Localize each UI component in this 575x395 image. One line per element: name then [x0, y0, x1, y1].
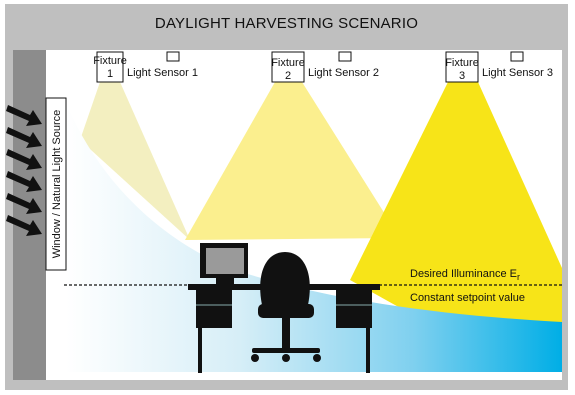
- arrow-icon: [6, 171, 42, 192]
- fixture-3-beam: [350, 82, 562, 350]
- fixture-1-beam: [80, 82, 190, 240]
- daylight-area: [66, 103, 562, 372]
- light-sensor-1-icon: [166, 51, 180, 62]
- light-sensor-1-label: Light Sensor 1: [127, 67, 198, 79]
- arrow-icon: [6, 127, 42, 148]
- light-sensor-2-icon: [338, 51, 352, 62]
- light-sensor-3-label: Light Sensor 3: [482, 67, 553, 79]
- diagram-title: DAYLIGHT HARVESTING SCENARIO: [5, 4, 568, 42]
- chair-icon: [251, 252, 321, 362]
- light-sensor-3-icon: [510, 51, 524, 62]
- arrow-icon: [6, 215, 42, 236]
- fixture-2: Fixture 2: [271, 51, 305, 83]
- fixture-2-label: Fixture: [271, 57, 305, 69]
- fixture-3-label: Fixture: [445, 57, 479, 69]
- window-label: Window / Natural Light Source: [51, 110, 63, 259]
- window-box: [45, 97, 67, 271]
- fixture-3-number: 3: [459, 70, 465, 82]
- fixture-1-label: Fixture: [93, 55, 127, 67]
- fixture-2-number: 2: [285, 70, 291, 82]
- fixture-1-number: 1: [107, 68, 113, 80]
- wall: [13, 50, 46, 380]
- fixture-2-beam: [185, 82, 400, 240]
- arrow-icon: [6, 105, 42, 126]
- light-sensor-2-label: Light Sensor 2: [308, 67, 379, 79]
- setpoint-label: Constant setpoint value: [410, 292, 525, 304]
- sunlight-arrows: [6, 105, 42, 236]
- arrow-icon: [6, 149, 42, 170]
- arrow-icon: [6, 193, 42, 214]
- monitor-icon: [200, 243, 248, 284]
- desired-illuminance-label: Desired Illuminance Er: [410, 268, 520, 282]
- fixture-1: Fixture 1: [93, 51, 127, 83]
- fixture-3: Fixture 3: [445, 51, 479, 83]
